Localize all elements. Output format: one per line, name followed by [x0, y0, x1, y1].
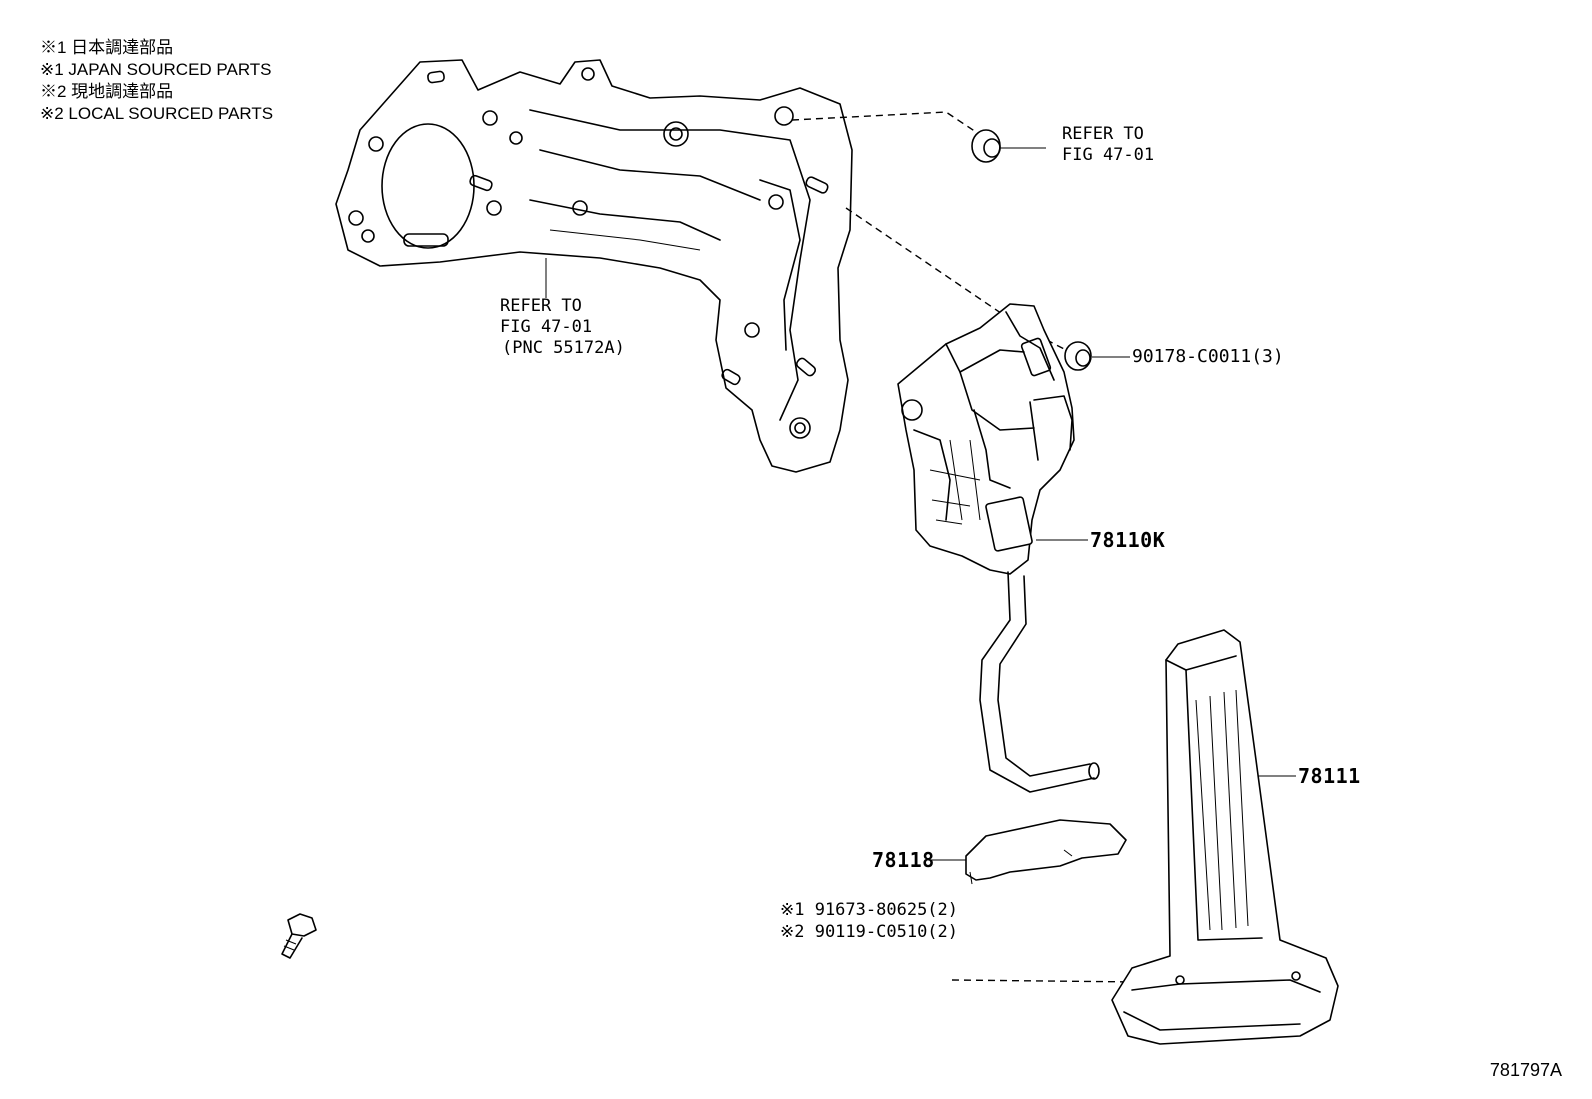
- part-number-pedal-pad: 78111: [1298, 764, 1361, 788]
- assembly-line-upper: [791, 111, 977, 133]
- part-number-nut: 90178-C0011(3): [1132, 346, 1284, 367]
- note-japan-en: ※1 JAPAN SOURCED PARTS: [40, 60, 272, 79]
- note-local-en: ※2 LOCAL SOURCED PARTS: [40, 104, 274, 123]
- part-number-bolt-local: ※2 90119-C0510(2): [780, 922, 959, 942]
- note-local-jp: ※2 現地調達部品: [40, 82, 174, 101]
- flange-nut: [1064, 341, 1130, 371]
- figure-id: 781797A: [1489, 1060, 1562, 1080]
- flange-nut-top: [971, 129, 1046, 163]
- part-number-cover: 78118: [872, 848, 935, 872]
- refer-to-text: REFER TO: [1062, 124, 1144, 144]
- note-japan-jp: ※1 日本調達部品: [40, 38, 174, 57]
- pedal-sensor-assembly: [897, 303, 1100, 793]
- refer-to-text: REFER TO: [500, 296, 582, 316]
- pedal-cover: [928, 819, 1127, 885]
- refer-pnc-text: (PNC 55172A): [502, 338, 625, 358]
- refer-fig-text: FIG 47-01: [500, 317, 593, 337]
- part-number-sensor-assy: 78110K: [1090, 528, 1166, 552]
- pedal-bracket: [335, 59, 853, 473]
- refer-fig-text: FIG 47-01: [1062, 145, 1155, 165]
- pedal-pad: [1111, 629, 1339, 1045]
- part-number-bolt-japan: ※1 91673-80625(2): [780, 900, 959, 920]
- bolt: [281, 913, 317, 959]
